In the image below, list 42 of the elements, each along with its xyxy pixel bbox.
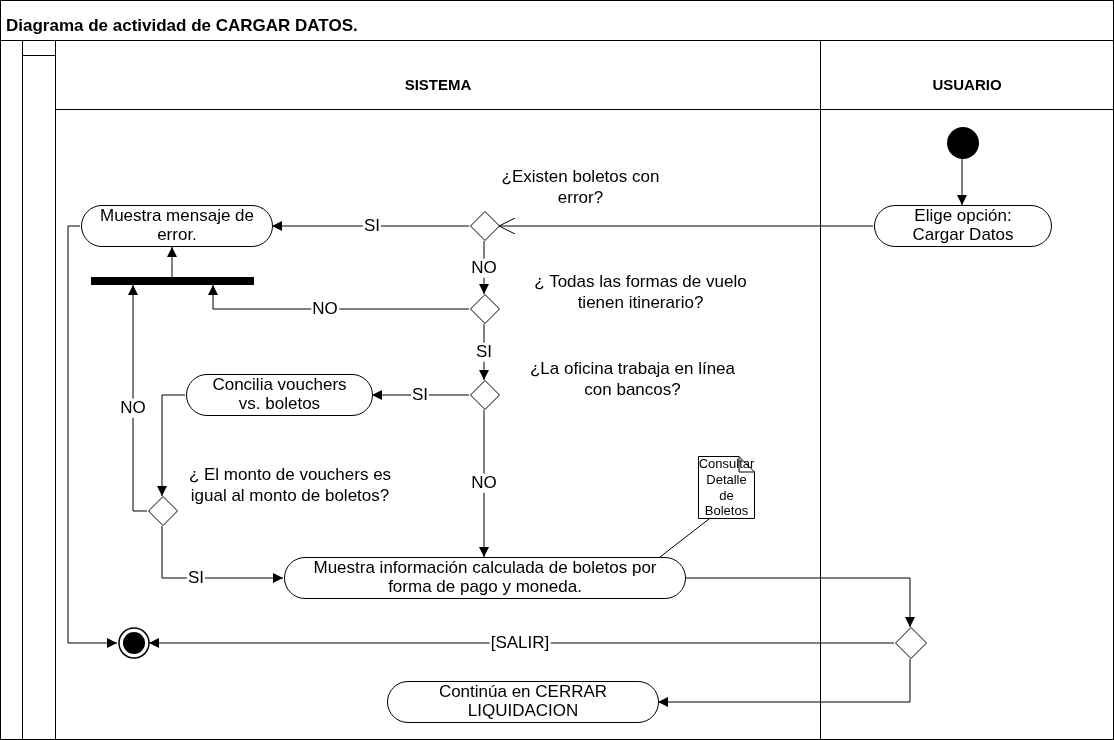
action-node: Concilia vouchers vs. boletos xyxy=(186,374,373,416)
arrow xyxy=(167,246,177,278)
edge-label: SI xyxy=(474,342,494,362)
action-node: Elige opción: Cargar Datos xyxy=(874,205,1052,247)
decision-diamond xyxy=(895,627,927,659)
decision-diamond xyxy=(470,211,500,241)
lane-header: USUARIO xyxy=(931,76,1003,93)
arrow xyxy=(67,225,118,648)
arrow xyxy=(371,390,470,400)
edge-label: NO xyxy=(119,398,147,418)
arrow xyxy=(957,158,967,206)
arrow xyxy=(479,409,489,558)
decision-question: ¿La oficina trabaja en línea con bancos? xyxy=(528,358,737,401)
arrow xyxy=(684,577,915,628)
decision-diamond xyxy=(470,294,500,324)
decision-question: ¿Existen boletos con error? xyxy=(500,166,661,209)
decision-question: ¿ Todas las formas de vuelo tienen itinerario? xyxy=(533,271,748,314)
arrow xyxy=(208,284,470,310)
action-node: Muestra información calculada de boletos por forma de pago y moneda. xyxy=(284,557,686,599)
swimlane xyxy=(55,40,821,740)
edge-label: NO xyxy=(470,258,498,278)
arrow xyxy=(148,638,895,648)
lane-header: SISTEMA xyxy=(403,76,473,93)
decision-diamond xyxy=(148,496,178,526)
note: Consultar Detalle de Boletos xyxy=(698,456,755,519)
arrow xyxy=(657,658,911,707)
arrow xyxy=(161,525,284,583)
leader-line xyxy=(659,518,710,558)
fork-bar xyxy=(91,277,254,285)
final-node xyxy=(118,627,150,659)
arrow xyxy=(271,221,470,231)
action-node: Continúa en CERRAR LIQUIDACION xyxy=(387,681,659,723)
decision-question: ¿ El monto de vouchers es igual al monto de boletos? xyxy=(187,464,393,507)
decision-diamond xyxy=(470,380,500,410)
arrow xyxy=(128,284,148,512)
edge-label: [SALIR] xyxy=(489,633,551,653)
arrow xyxy=(157,394,186,497)
diagram-title: Diagrama de actividad de CARGAR DATOS. xyxy=(5,15,359,37)
edge-label: NO xyxy=(470,473,498,493)
arrow xyxy=(498,217,874,235)
action-node: Muestra mensaje de error. xyxy=(81,205,273,247)
initial-node xyxy=(947,127,979,159)
